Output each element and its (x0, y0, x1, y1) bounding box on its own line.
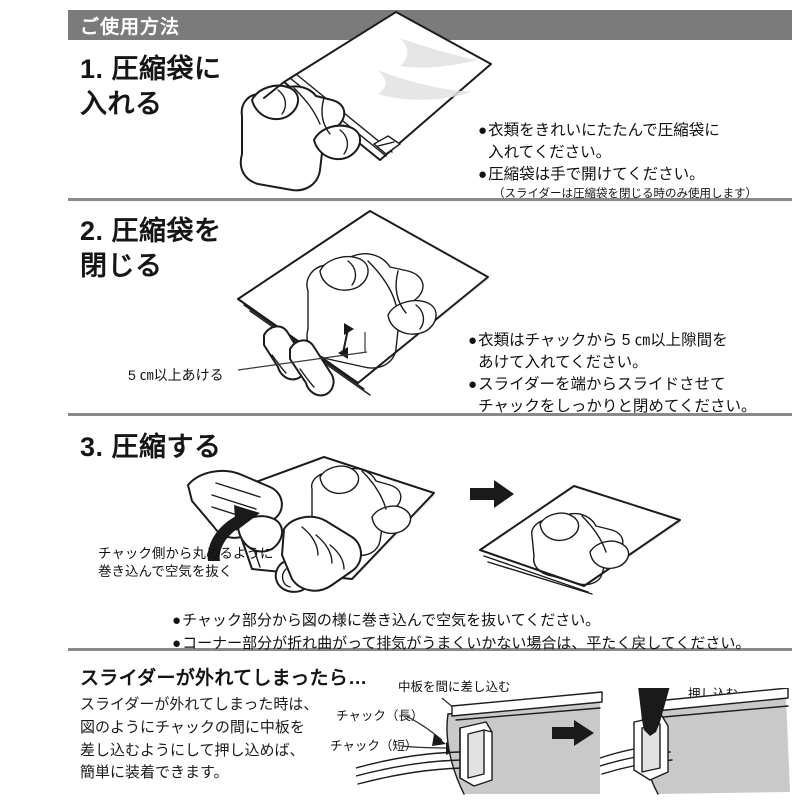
page-title: ご使用方法 (80, 16, 181, 38)
section-divider-3 (68, 648, 792, 651)
bullet-item: ● 衣類はチャックから 5 ㎝以上隙間を あけて入れてください。 (468, 330, 798, 374)
bullet-dot: ● (172, 612, 182, 629)
step-3-title: 3. 圧縮する (80, 432, 222, 462)
bullet-text: 圧縮袋は手で開けてください。 (488, 166, 705, 183)
bullet-text: チャック部分から図の様に巻き込んで空気を抜いてください。 (182, 612, 601, 629)
gap-annotation: 5 ㎝以上あける (128, 367, 224, 383)
label-insert-plate: 中板を間に差し込む (398, 680, 511, 694)
step-1-note: （スライダーは圧縮袋を閉じる時のみ使用します） (493, 188, 758, 200)
rolling-annotation: チャック側から丸めるように 巻き込んで空気を抜く (98, 546, 274, 580)
bullet-dot: ● (478, 166, 488, 183)
bullet-text: スライダーを端からスライドさせて チャックをしっかりと閉めてください。 (478, 376, 757, 415)
bullet-dot: ● (172, 635, 182, 653)
bullet-text: コーナー部分が折れ曲がって排気がうまくいかない場合は、平たく戻してください。 (182, 635, 751, 653)
step-3-bullets: ● チャック部分から図の様に巻き込んで空気を抜いてください。 ● コーナー部分が… (172, 610, 797, 655)
step-2-bullets: ● 衣類はチャックから 5 ㎝以上隙間を あけて入れてください。 ● スライダー… (468, 330, 798, 418)
step-1-title: 1. 圧縮袋に 入れる (80, 54, 222, 119)
step-2-title: 2. 圧縮袋を 閉じる (80, 216, 222, 281)
bullet-item: ● スライダーを端からスライドさせて チャックをしっかりと閉めてください。 (468, 374, 798, 418)
bullet-item: ● チャック部分から図の様に巻き込んで空気を抜いてください。 (172, 610, 797, 631)
label-zipper-short: チャック（短） (330, 739, 418, 753)
step-3-illustration-rolling (186, 455, 476, 600)
bullet-dot: ● (468, 332, 478, 349)
step-1-bullets: ● 衣類をきれいにたたんで圧縮袋に 入れてください。 ● 圧縮袋は手で開けてくだ… (478, 120, 798, 202)
bullet-dot: ● (478, 122, 488, 139)
step-2-illustration (212, 205, 502, 410)
process-arrow-icon (470, 480, 514, 508)
process-arrow-icon-2 (552, 720, 594, 746)
bullet-item: ● コーナー部分が折れ曲がって排気がうまくいかない場合は、平たく戻してください。 (172, 633, 797, 654)
bottom-section-body: スライダーが外れてしまった時は、 図のようにチャックの間に中板を 差し込むように… (80, 696, 319, 782)
step-3-illustration-result (466, 470, 696, 595)
bullet-text: 衣類をきれいにたたんで圧縮袋に 入れてください。 (488, 122, 720, 161)
bullet-item: ● 圧縮袋は手で開けてください。 (478, 164, 798, 186)
slider-pushed-illustration (600, 688, 800, 800)
bullet-dot: ● (468, 376, 478, 393)
bullet-text: 衣類はチャックから 5 ㎝以上隙間を あけて入れてください。 (478, 332, 728, 371)
section-divider-2 (68, 413, 792, 416)
label-zipper-long: チャック（長） (336, 709, 424, 723)
bottom-section-title: スライダーが外れてしまったら… (80, 668, 368, 689)
slider-reattach-illustration (356, 690, 606, 800)
step-1-illustration (228, 8, 496, 198)
bullet-item: ● 衣類をきれいにたたんで圧縮袋に 入れてください。 (478, 120, 798, 164)
gap-leader-line (237, 332, 368, 371)
section-divider-1 (68, 198, 792, 201)
